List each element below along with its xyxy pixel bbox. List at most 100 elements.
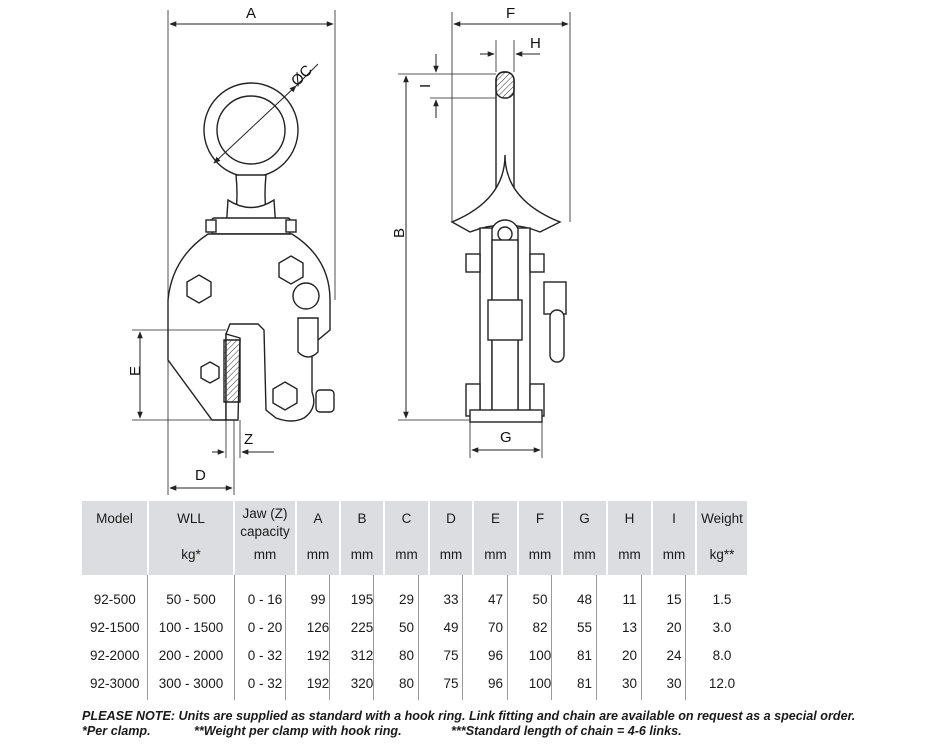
front-view — [167, 82, 335, 422]
nut — [186, 274, 212, 304]
table-cell: 50 — [384, 613, 430, 641]
nut — [272, 381, 298, 411]
table-cell: 0 - 16 — [234, 575, 297, 613]
table-cell: 192 — [296, 669, 341, 697]
table-cell: 80 — [384, 641, 430, 669]
table-cell: 75 — [429, 641, 474, 669]
table-cell: 100 — [518, 669, 563, 697]
table-cell: 49 — [429, 613, 474, 641]
table-cell: 3.0 — [696, 613, 749, 641]
column-divider — [507, 575, 508, 700]
table-cell: 1.5 — [696, 575, 749, 613]
table-cell: 82 — [518, 613, 563, 641]
table-cell: 195 — [340, 575, 385, 613]
dim-label-i: I — [417, 84, 434, 88]
notes: PLEASE NOTE: Units are supplied as stand… — [82, 709, 855, 738]
handle — [549, 309, 565, 363]
dim-label-a: A — [246, 5, 256, 22]
column-divider — [147, 575, 148, 700]
table-cell: 81 — [562, 669, 608, 697]
dim-label-g: G — [500, 429, 512, 446]
table-cell: 15 — [652, 575, 697, 613]
table-cell: 200 - 2000 — [148, 641, 235, 669]
dim-label-h: H — [530, 35, 541, 52]
column-divider — [234, 575, 235, 700]
table-cell: 96 — [473, 641, 519, 669]
table-cell: 100 — [518, 641, 563, 669]
table-cell: 50 — [518, 575, 563, 613]
note-line-1: PLEASE NOTE: Units are supplied as stand… — [82, 709, 856, 723]
header-model: Model — [82, 501, 149, 575]
side-view — [450, 71, 567, 423]
table-cell: 24 — [652, 641, 697, 669]
dim-label-b: B — [391, 228, 408, 238]
table-cell: 0 - 20 — [234, 613, 297, 641]
table-cell: 29 — [384, 575, 430, 613]
table-cell: 30 — [607, 669, 653, 697]
table-cell: 92-500 — [82, 575, 149, 613]
dim-label-d: D — [195, 467, 206, 484]
table-cell: 20 — [607, 641, 653, 669]
table-cell: 225 — [340, 613, 385, 641]
nut — [278, 255, 304, 285]
column-divider — [285, 575, 286, 700]
column-divider — [373, 575, 374, 700]
table-cell: 80 — [384, 669, 430, 697]
table-cell: 33 — [429, 575, 474, 613]
note-per-clamp: *Per clamp. — [82, 723, 151, 738]
table-cell: 30 — [652, 669, 697, 697]
table-cell: 96 — [473, 669, 519, 697]
column-divider — [329, 575, 330, 700]
table-cell: 99 — [296, 575, 341, 613]
table-cell: 8.0 — [696, 641, 749, 669]
table-cell: 92-2000 — [82, 641, 149, 669]
table-cell: 70 — [473, 613, 519, 641]
column-divider — [418, 575, 419, 700]
table-cell: 50 - 500 — [148, 575, 235, 613]
column-divider — [685, 575, 686, 700]
table-cell: 192 — [296, 641, 341, 669]
table-cell: 81 — [562, 641, 608, 669]
table-cell: 47 — [473, 575, 519, 613]
dim-label-e: E — [127, 366, 144, 376]
table-cell: 92-3000 — [82, 669, 149, 697]
note-chain: ***Standard length of chain = 4-6 links. — [451, 723, 682, 738]
note-line-2: *Per clamp.**Weight per clamp with hook … — [82, 724, 855, 739]
table-cell: 55 — [562, 613, 608, 641]
table-cell: 0 - 32 — [234, 669, 297, 697]
table-cell: 320 — [340, 669, 385, 697]
table-cell: 20 — [652, 613, 697, 641]
table-cell: 12.0 — [696, 669, 749, 697]
dim-label-f: F — [506, 5, 515, 22]
table-cell: 75 — [429, 669, 474, 697]
technical-drawing: ØC A E Z D — [127, 5, 571, 495]
table-cell: 92-1500 — [82, 613, 149, 641]
table-cell: 11 — [607, 575, 653, 613]
table-cell: 300 - 3000 — [148, 669, 235, 697]
dim-label-z: Z — [244, 431, 253, 448]
dim-label-c: ØC — [288, 62, 316, 90]
table-cell: 0 - 32 — [234, 641, 297, 669]
table-cell: 48 — [562, 575, 608, 613]
table-cell: 126 — [296, 613, 341, 641]
table-cell: 312 — [340, 641, 385, 669]
column-divider — [462, 575, 463, 700]
table-cell: 13 — [607, 613, 653, 641]
